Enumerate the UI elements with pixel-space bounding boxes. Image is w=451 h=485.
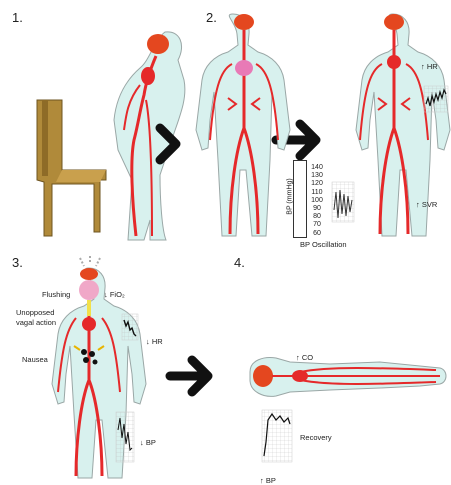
hr-label-3: ↓ HR (146, 337, 163, 346)
bp-trace-3 (116, 412, 134, 462)
vagal-label-line1: Unopposed (16, 308, 54, 317)
bp-label-4: ↑ BP (260, 476, 276, 485)
panel-number-2: 2. (206, 10, 217, 25)
hr-trace-2 (424, 86, 448, 112)
hr-label-2: ↑ HR (421, 62, 438, 71)
panel-number-4: 4. (234, 255, 245, 270)
flushing-label: Flushing (42, 290, 70, 299)
recovery-label: Recovery (300, 433, 332, 442)
bp-scale-tick: 70 (307, 221, 327, 229)
oxygen-cloud-icon (80, 256, 100, 266)
lying-figure (250, 358, 446, 397)
chair (37, 100, 106, 236)
panel-number-3: 3. (12, 255, 23, 270)
bp-scale: 140 130 120 110 100 90 80 70 60 (306, 164, 327, 238)
bp-scale-tick: 110 (307, 189, 327, 197)
bp-label-3: ↓ BP (140, 438, 156, 447)
co-label: ↑ CO (296, 353, 313, 362)
standing-bent-figure (114, 32, 185, 240)
bp-scale-tick: 130 (307, 172, 327, 180)
bp-scale-tick: 60 (307, 230, 327, 238)
bp-axis-label: BP (mmHg) (287, 178, 294, 214)
bp-scale-tick: 90 (307, 205, 327, 213)
bp-oscillation-trace (332, 182, 354, 222)
nausea-label: Nausea (22, 355, 48, 364)
bp-oscillation-caption: BP Oscillation (300, 240, 347, 249)
standing-figure-2 (196, 14, 290, 236)
panel-number-1: 1. (12, 10, 23, 25)
vagal-label-line2: vagal action (16, 318, 56, 327)
hr-trace-3 (122, 314, 138, 340)
bp-trace-4 (262, 410, 292, 462)
svr-label: ↑ SVR (416, 200, 437, 209)
bp-axis-box: BP (mmHg) (293, 160, 307, 238)
fio2-label: ↓ FiO₂ (104, 290, 125, 299)
bp-scale-tick: 80 (307, 213, 327, 221)
bp-scale-tick: 140 (307, 164, 327, 172)
bp-scale-tick: 100 (307, 197, 327, 205)
arrow-3 (170, 360, 208, 392)
bp-scale-tick: 120 (307, 180, 327, 188)
